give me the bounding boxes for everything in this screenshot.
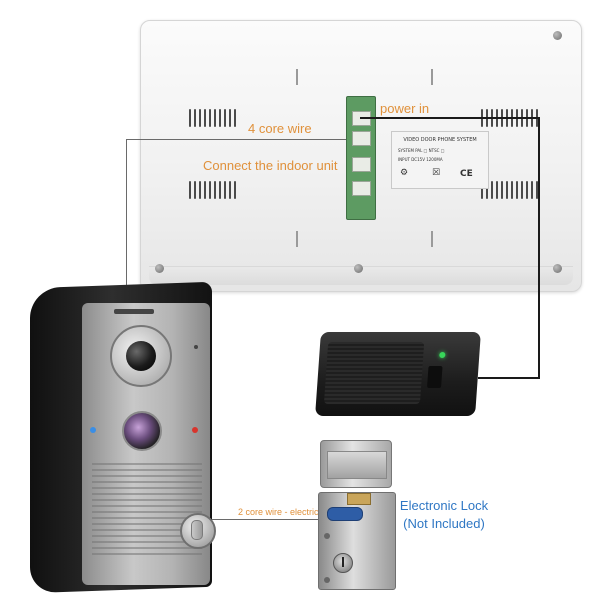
camera-lens-icon — [126, 341, 156, 371]
indoor-monitor-back: VIDEO DOOR PHONE SYSTEM SYSTEM PAL □ NTS… — [140, 20, 582, 292]
lock-bolt — [347, 493, 371, 505]
spec-label-system-row: SYSTEM PAL □ NTSC □ — [398, 148, 445, 153]
mount-slot — [431, 231, 433, 247]
bell-button-icon — [191, 520, 203, 540]
monitor-spec-label: VIDEO DOOR PHONE SYSTEM SYSTEM PAL □ NTS… — [391, 131, 489, 189]
four-core-wire-label: 4 core wire — [248, 121, 312, 136]
connector-plug — [352, 131, 371, 146]
electronic-lock — [318, 440, 398, 590]
microphone-icon — [194, 345, 198, 349]
connector-panel — [346, 96, 376, 220]
monitor-screw — [553, 31, 562, 40]
monitor-vent-bottom-left — [189, 181, 236, 199]
ce-mark-icon: CE — [460, 169, 473, 179]
spec-label-input-row: INPUT DC15V 1200MA — [398, 157, 443, 162]
blue-led-icon — [90, 427, 96, 433]
four-core-wire-horizontal — [126, 139, 346, 140]
power-wire-vertical — [538, 117, 540, 379]
four-core-wire-vertical — [126, 139, 127, 299]
outdoor-camera-unit — [30, 281, 216, 594]
adapter-ribs — [323, 342, 425, 404]
speaker-grille — [92, 463, 202, 555]
monitor-screw — [553, 264, 562, 273]
connect-indoor-unit-label: Connect the indoor unit — [203, 158, 338, 173]
lock-body — [318, 492, 396, 590]
electronic-lock-note: (Not Included) — [403, 516, 485, 531]
monitor-screw — [354, 264, 363, 273]
monitor-screw — [155, 264, 164, 273]
power-in-label: power in — [380, 101, 430, 116]
two-core-wire-label: 2 core wire - electric lock — [238, 507, 338, 517]
camera-face-plate — [82, 303, 216, 585]
power-adapter — [315, 332, 481, 416]
lock-strike-bar — [327, 451, 387, 479]
monitor-vent-bottom-right — [481, 181, 538, 199]
weee-bin-icon: ☒ — [432, 168, 441, 178]
lock-strike-plate — [320, 440, 392, 488]
mount-slot — [431, 69, 433, 85]
electronic-lock-title: Electronic Lock — [399, 498, 489, 513]
ir-lens-icon — [122, 411, 162, 451]
connector-plug — [352, 157, 371, 172]
power-wire-to-adapter — [478, 377, 540, 379]
top-slot — [114, 309, 154, 314]
call-button[interactable] — [180, 513, 216, 549]
lock-brand-badge — [327, 507, 363, 521]
mount-slot — [296, 69, 298, 85]
adapter-notch — [427, 366, 443, 388]
mount-slot — [296, 231, 298, 247]
connector-plug — [352, 181, 371, 196]
recycle-icon: ⚙ — [400, 168, 409, 178]
keyhole-icon — [333, 553, 353, 573]
monitor-vent-top-left — [189, 109, 236, 127]
lock-screw — [324, 533, 330, 539]
lock-wire-horizontal — [210, 519, 320, 520]
camera-lens-ring — [110, 325, 172, 387]
red-led-icon — [192, 427, 198, 433]
power-wire-horizontal — [360, 117, 540, 119]
adapter-led-icon — [439, 352, 446, 358]
lock-screw — [324, 577, 330, 583]
spec-label-title: VIDEO DOOR PHONE SYSTEM — [403, 137, 477, 143]
electronic-lock-label: Electronic Lock (Not Included) — [392, 498, 496, 531]
